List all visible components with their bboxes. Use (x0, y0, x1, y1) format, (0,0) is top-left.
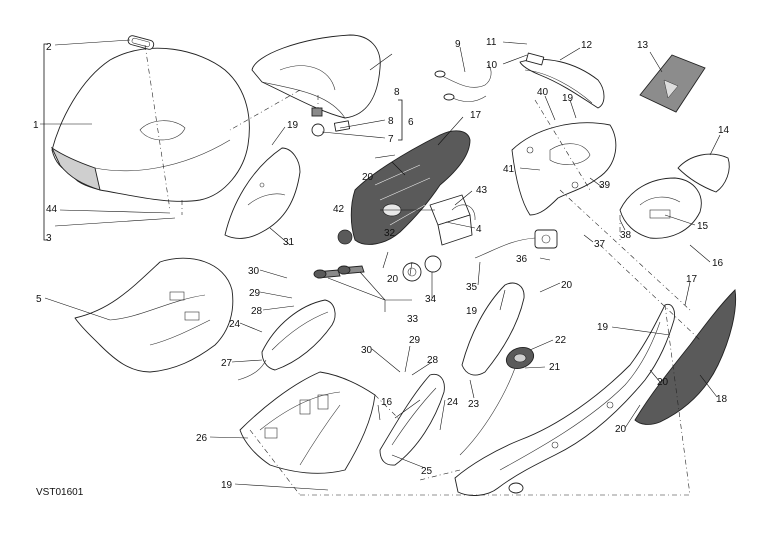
callout-1: 1 (33, 120, 39, 131)
callout-2: 2 (46, 42, 52, 53)
group-bracket-6 (398, 99, 403, 141)
callout-8a: 8 (394, 87, 400, 98)
rear-mudguard (634, 289, 737, 425)
callout-31: 31 (283, 237, 295, 248)
callout-17a: 17 (470, 110, 482, 121)
callout-35: 35 (466, 282, 478, 293)
callout-29b: 29 (409, 335, 421, 346)
lock-cylinder (402, 255, 442, 282)
seat-lock (474, 229, 558, 259)
callout-40: 40 (537, 87, 549, 98)
ignition-keys (313, 265, 365, 279)
tail-side-panel-left (224, 147, 301, 239)
callout-42: 42 (333, 204, 345, 215)
callout-34: 34 (425, 294, 437, 305)
callout-39: 39 (599, 180, 611, 191)
callout-18: 18 (716, 394, 728, 405)
callout-33: 33 (407, 314, 419, 325)
callout-4: 4 (476, 224, 482, 235)
seat-undertray (74, 257, 234, 373)
callout-22: 22 (555, 335, 567, 346)
callout-23: 23 (468, 399, 480, 410)
callout-11: 11 (486, 37, 497, 48)
callout-24a: 24 (229, 319, 241, 330)
group-bracket-1 (43, 43, 48, 241)
callout-5: 5 (36, 294, 42, 305)
callout-20b: 20 (387, 274, 399, 285)
callout-32: 32 (384, 228, 396, 239)
tail-side-panel-right (461, 282, 525, 376)
callout-13: 13 (637, 40, 649, 51)
callout-44: 44 (46, 204, 58, 215)
right-cable-bracket (379, 373, 445, 466)
spacer-hardware (311, 107, 351, 137)
callout-21: 21 (549, 362, 561, 373)
callout-19b: 19 (562, 93, 574, 104)
callout-20c: 20 (561, 280, 573, 291)
callout-12: 12 (581, 40, 593, 51)
electrical-box (429, 194, 476, 246)
ground-cable (434, 64, 492, 102)
rider-seat (50, 47, 250, 202)
assembly-lines (144, 44, 701, 496)
callout-20a: 20 (362, 172, 374, 183)
callout-28a: 28 (251, 306, 263, 317)
callout-20e: 20 (615, 424, 627, 435)
callout-14: 14 (718, 125, 730, 136)
callout-10: 10 (486, 60, 498, 71)
callout-8b: 8 (388, 116, 394, 127)
license-plate-holder (239, 371, 376, 474)
callout-38: 38 (620, 230, 632, 241)
filler-gasket (459, 347, 535, 456)
callout-19c: 19 (466, 306, 478, 317)
callout-27: 27 (221, 358, 233, 369)
diagram-code: VST01601 (36, 487, 84, 498)
callout-37: 37 (594, 239, 606, 250)
passenger-seat (251, 34, 381, 119)
callout-24b: 24 (447, 397, 459, 408)
callout-25: 25 (421, 466, 433, 477)
grab-handle (519, 52, 605, 109)
callout-36: 36 (516, 254, 528, 265)
callout-41: 41 (503, 164, 515, 175)
callout-19e: 19 (221, 480, 233, 491)
callout-9: 9 (455, 39, 461, 50)
callout-3: 3 (46, 233, 52, 244)
callout-43: 43 (476, 185, 488, 196)
callout-19d: 19 (597, 322, 609, 333)
callout-26: 26 (196, 433, 208, 444)
subframe-bracket (511, 122, 617, 216)
tail-light (619, 153, 730, 239)
callout-17b: 17 (686, 274, 698, 285)
callout-29a: 29 (249, 288, 261, 299)
callout-30b: 30 (361, 345, 373, 356)
callout-labels: 1 2 3 4 5 6 7 8 8 9 10 11 12 13 14 15 16… (33, 37, 730, 491)
seat-badge (127, 35, 155, 50)
callout-28b: 28 (427, 355, 439, 366)
callout-15: 15 (697, 221, 709, 232)
leader-lines (40, 39, 721, 491)
callout-7: 7 (388, 134, 394, 145)
callout-20d: 20 (657, 377, 669, 388)
callout-19a: 19 (287, 120, 299, 131)
callout-16b: 16 (381, 397, 393, 408)
callout-30a: 30 (248, 266, 260, 277)
rear-subframe (454, 303, 675, 496)
central-tail-panel (337, 130, 471, 245)
callout-6: 6 (408, 117, 414, 128)
callout-16a: 16 (712, 258, 724, 269)
owner-card (639, 54, 706, 113)
left-cable-bracket (237, 299, 336, 381)
